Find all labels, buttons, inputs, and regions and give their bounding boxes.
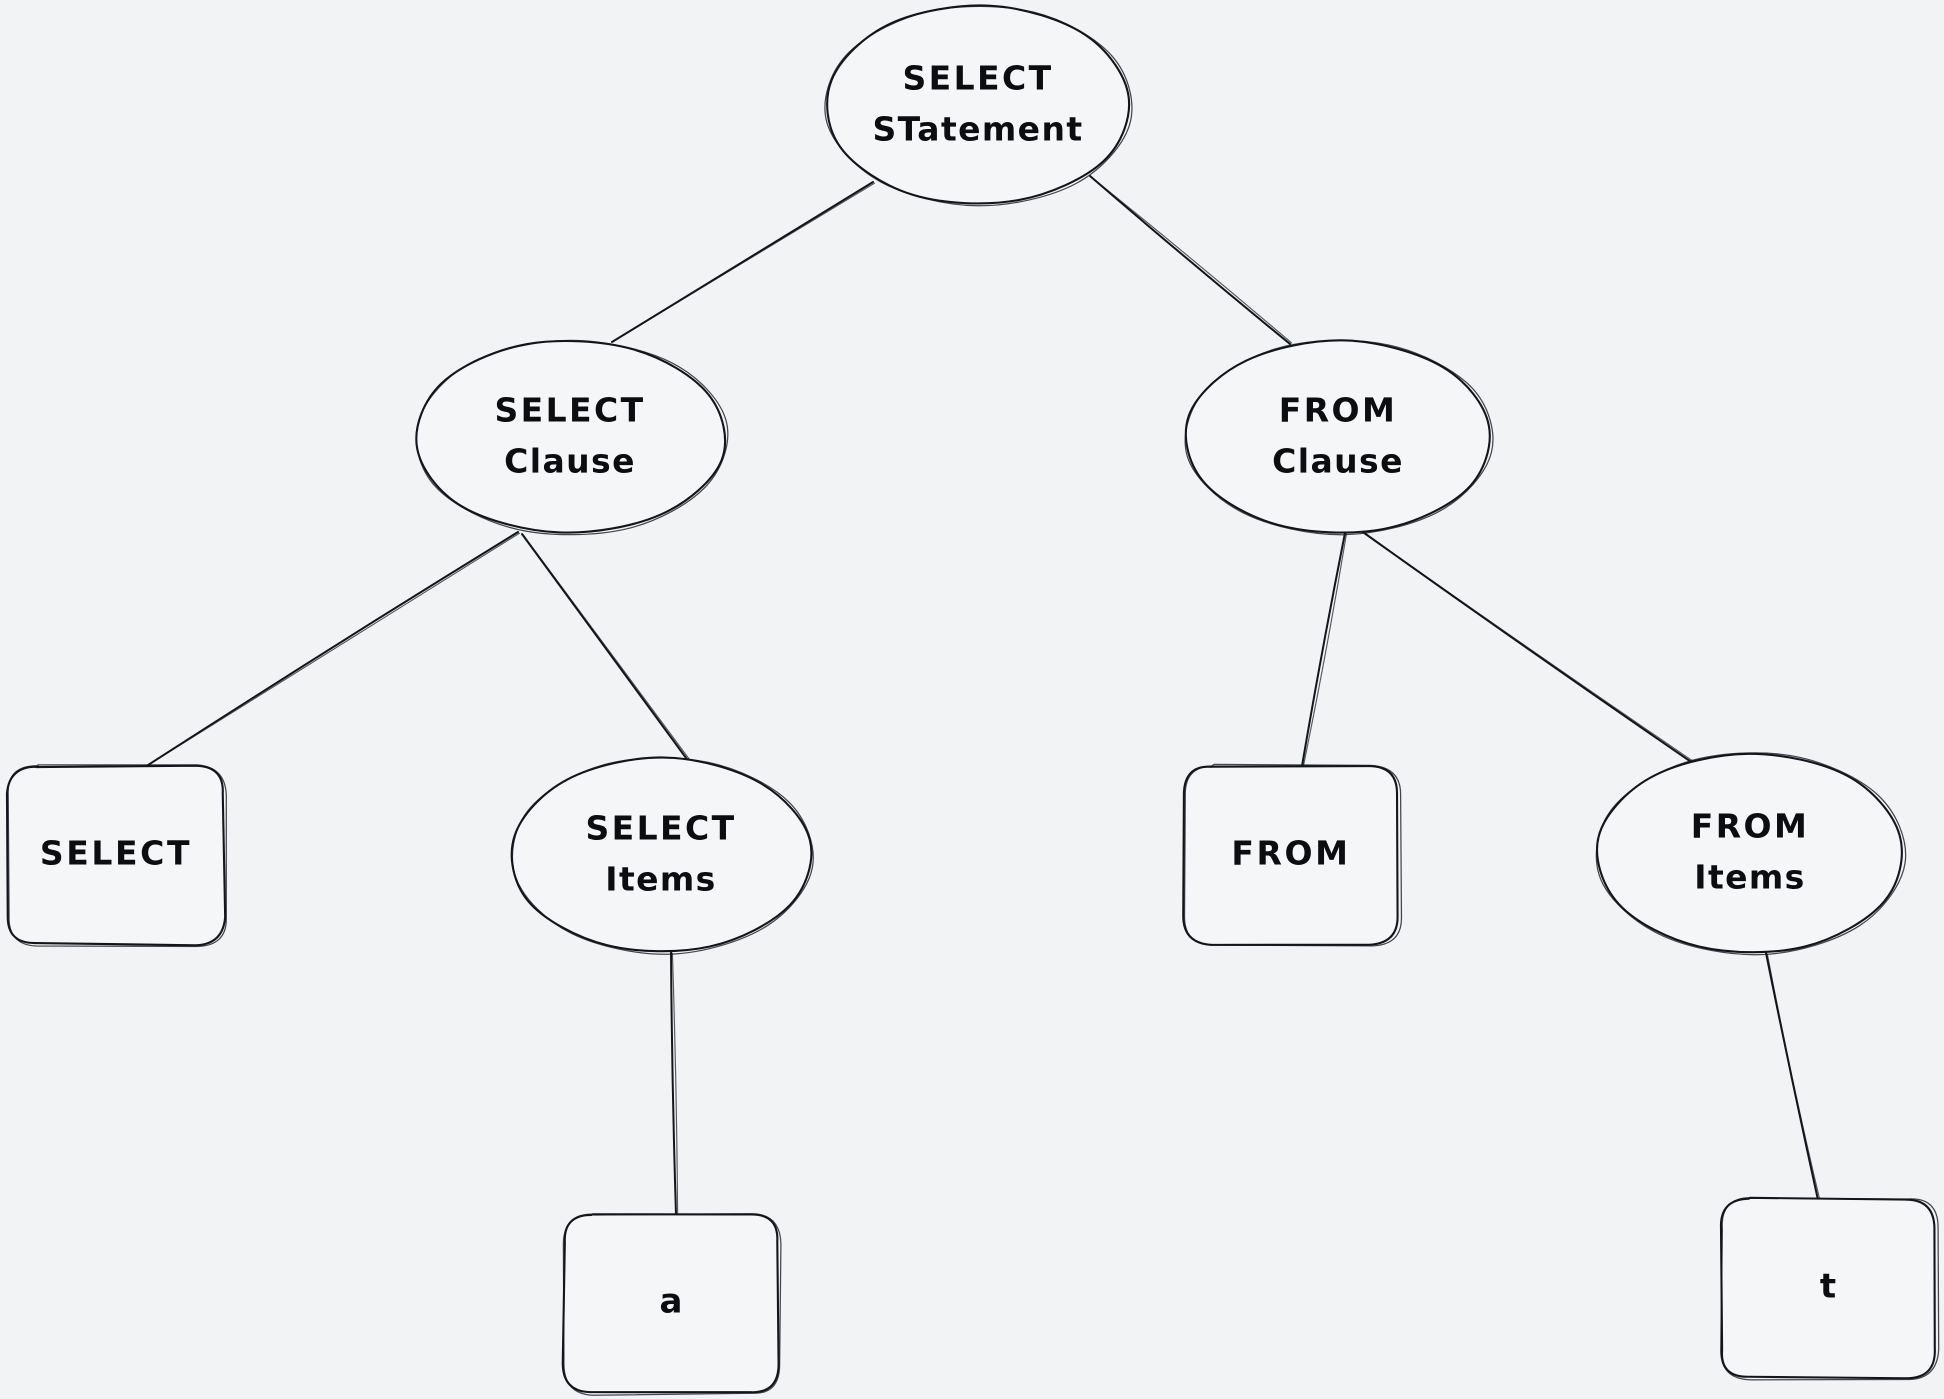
- edge-selectitems-a-stroke-ghost: [671, 952, 679, 1215]
- from-terminal-shape-rectangle[interactable]: [1182, 765, 1399, 946]
- select-clause-label-line1: SELECT: [494, 391, 645, 430]
- edge-fromclause-items-stroke-ghost: [1360, 530, 1700, 766]
- edge-layer: [144, 175, 1821, 1216]
- select-terminal-label: SELECT: [40, 834, 192, 873]
- edge-selectclause-select: [144, 531, 520, 768]
- edge-fromitems-t-stroke-ghost: [1766, 953, 1821, 1200]
- from-clause-shape-ellipse[interactable]: [1184, 339, 1491, 534]
- node-select-terminal[interactable]: SELECT: [5, 764, 227, 948]
- edge-stmt-fromclause-stroke: [1089, 175, 1291, 345]
- edge-fromclause-items: [1359, 529, 1700, 767]
- edge-stmt-fromclause: [1089, 175, 1293, 345]
- from-clause-label-line2: Clause: [1272, 442, 1404, 481]
- node-from-items[interactable]: FROM Items: [1595, 752, 1907, 956]
- select-statement-shape-ellipse[interactable]: [826, 4, 1131, 205]
- select-clause-shape-ellipse[interactable]: [415, 339, 727, 534]
- edge-stmt-selectclause-stroke-ghost: [613, 182, 875, 342]
- from-items-shape-ellipse[interactable]: [1596, 752, 1903, 954]
- select-items-shape-ghost: [511, 757, 814, 955]
- edge-selectitems-a: [670, 951, 679, 1216]
- select-clause-label-line2: Clause: [504, 442, 636, 481]
- table-t-shape-ghost: [1720, 1197, 1940, 1381]
- node-from-terminal[interactable]: FROM: [1182, 763, 1403, 947]
- edge-fromclause-from-stroke-ghost: [1303, 533, 1347, 766]
- node-select-statement[interactable]: SELECT STatement: [824, 4, 1133, 207]
- from-terminal-label: FROM: [1231, 834, 1350, 873]
- edge-selectclause-select-stroke: [144, 531, 519, 768]
- edge-selectclause-select-stroke-ghost: [146, 532, 520, 767]
- column-a-shape-ghost: [562, 1213, 782, 1396]
- edge-stmt-selectclause: [611, 181, 875, 343]
- edge-fromclause-from: [1301, 532, 1347, 767]
- select-statement-label-line2: STatement: [872, 110, 1083, 149]
- edge-selectclause-items-stroke: [521, 533, 690, 763]
- edge-fromitems-t: [1765, 952, 1821, 1201]
- select-statement-shape-ghost: [824, 5, 1133, 207]
- node-layer: SELECTSTatementSELECTClauseFROMClauseSEL…: [5, 4, 1940, 1396]
- from-terminal-shape-ghost: [1183, 763, 1403, 947]
- column-a-label: a: [660, 1282, 683, 1322]
- node-select-items[interactable]: SELECT Items: [510, 756, 814, 955]
- edge-selectclause-items: [521, 533, 692, 763]
- node-from-clause[interactable]: FROM Clause: [1184, 339, 1494, 536]
- from-items-shape-ghost: [1595, 752, 1907, 956]
- edge-fromclause-from-stroke: [1301, 532, 1346, 767]
- select-items-label-line2: Items: [605, 860, 716, 899]
- edge-selectclause-items-stroke-ghost: [522, 534, 692, 762]
- table-t-shape-rectangle[interactable]: [1719, 1196, 1936, 1380]
- node-select-clause[interactable]: SELECT Clause: [415, 339, 729, 536]
- node-table-t[interactable]: t: [1719, 1196, 1940, 1381]
- from-clause-label-line1: FROM: [1279, 391, 1397, 430]
- from-items-label-line2: Items: [1694, 858, 1805, 897]
- from-clause-shape-ghost: [1184, 339, 1494, 536]
- select-clause-shape-ghost: [415, 339, 729, 536]
- select-statement-label-line1: SELECT: [902, 59, 1053, 98]
- table-t-label: t: [1820, 1267, 1836, 1307]
- select-items-label-line1: SELECT: [585, 809, 736, 848]
- select-terminal-shape-ghost: [7, 764, 227, 948]
- node-column-a[interactable]: a: [561, 1213, 782, 1396]
- edge-selectitems-a-stroke: [670, 951, 677, 1216]
- edge-stmt-fromclause-stroke-ghost: [1090, 176, 1293, 344]
- from-items-label-line1: FROM: [1691, 807, 1809, 846]
